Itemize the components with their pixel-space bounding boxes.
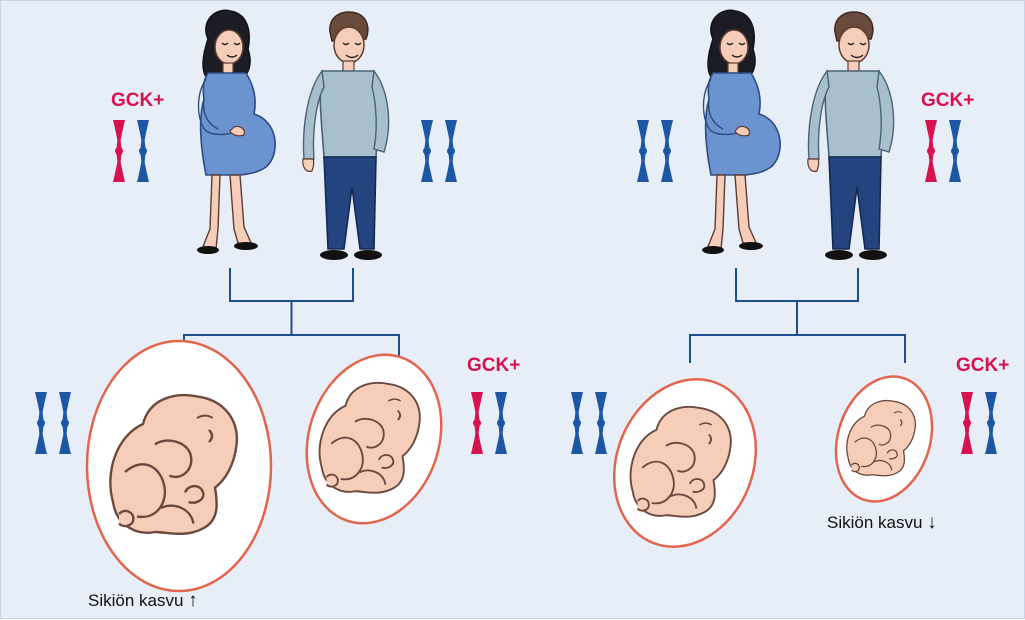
father-chromosomes [421, 120, 457, 182]
inheritance-connector [690, 268, 905, 363]
mother-chromosomes [113, 120, 149, 182]
growth-caption-decrease: Sikiön kasvu ↓ [827, 513, 937, 532]
chromosome [925, 120, 937, 182]
chromosome [985, 392, 997, 454]
father-chromosomes [925, 120, 961, 182]
offspring-chromosomes-normal [571, 392, 607, 454]
offspring-gck-label: GCK+ [956, 356, 1009, 375]
father-gck-label: GCK+ [921, 91, 974, 110]
chromosome [137, 120, 149, 182]
offspring-gck-label: GCK+ [467, 356, 520, 375]
chromosome [113, 120, 125, 182]
chromosome [961, 392, 973, 454]
chromosome [35, 392, 47, 454]
chromosome [495, 392, 507, 454]
mother-figure [197, 10, 275, 254]
chromosome [59, 392, 71, 454]
growth-caption-text: Sikiön kasvu [88, 591, 188, 610]
chromosome [421, 120, 433, 182]
arrow-down-icon: ↓ [927, 512, 937, 533]
normal-fetus-womb [590, 358, 781, 568]
chromosome [571, 392, 583, 454]
large-fetus-womb [87, 341, 271, 591]
mother-figure [702, 10, 780, 254]
father-figure [808, 12, 894, 260]
father-figure [303, 12, 389, 260]
chromosome [637, 120, 649, 182]
small-fetus-womb [820, 364, 947, 514]
chromosome [445, 120, 457, 182]
chromosome [471, 392, 483, 454]
growth-caption-increase: Sikiön kasvu ↑ [88, 591, 198, 610]
mother-gck-label: GCK+ [111, 91, 164, 110]
chromosome [661, 120, 673, 182]
growth-caption-text: Sikiön kasvu [827, 513, 927, 532]
mother-chromosomes [637, 120, 673, 182]
offspring-chromosomes-normal [35, 392, 71, 454]
offspring-chromosomes-gck [961, 392, 997, 454]
offspring-chromosomes-gck [471, 392, 507, 454]
chromosome [595, 392, 607, 454]
chromosome [949, 120, 961, 182]
normal-fetus-womb [286, 337, 463, 541]
arrow-up-icon: ↑ [188, 590, 198, 611]
